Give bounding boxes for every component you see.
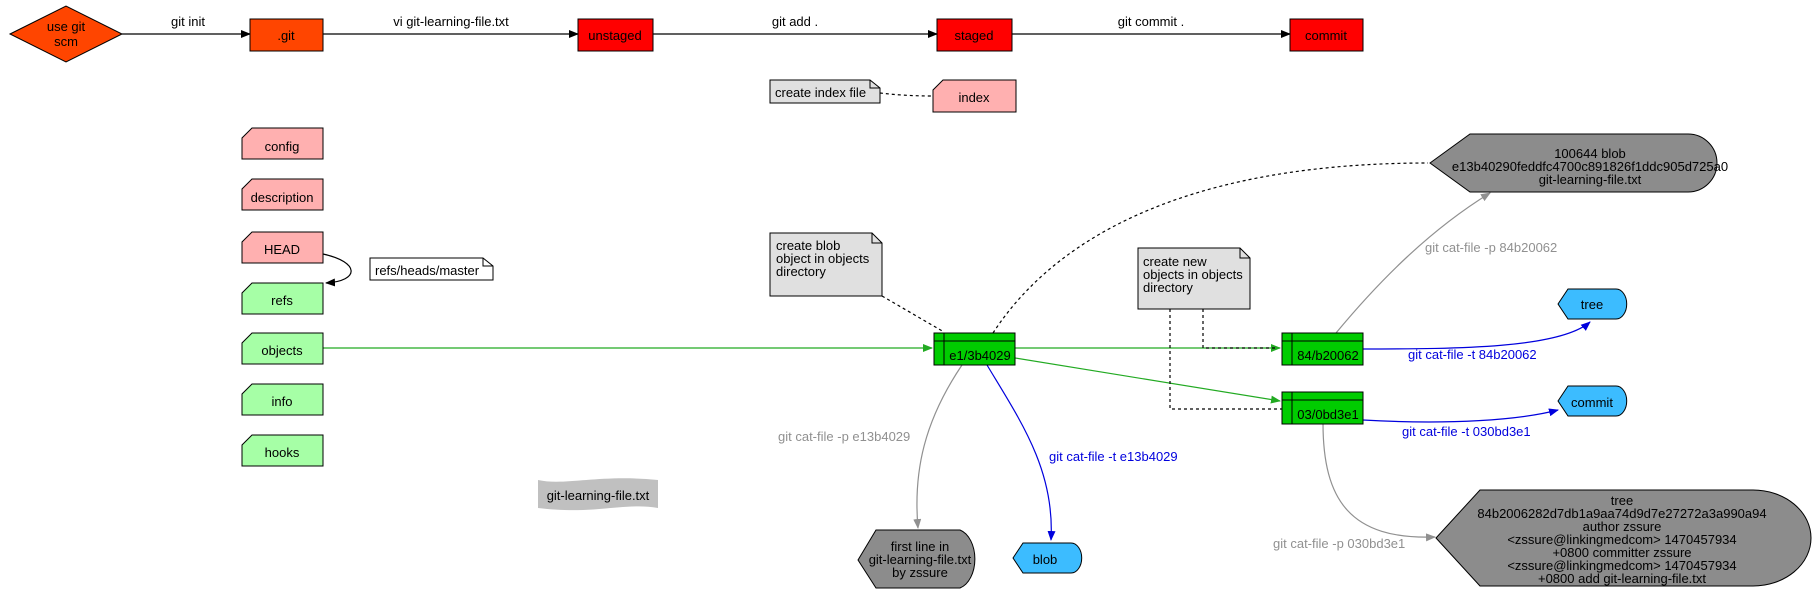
- new-note-line-2: objects in objects: [1143, 267, 1243, 282]
- node-commit-top: commit: [1289, 18, 1364, 52]
- edge-new-note-84: [1202, 309, 1275, 349]
- blob-note-line-1: create blob: [776, 238, 840, 253]
- new-note-line-3: directory: [1143, 280, 1193, 295]
- label-cat-t-84: git cat-file -t 84b20062: [1408, 347, 1537, 362]
- node-use-git-scm: use git scm: [8, 5, 124, 63]
- node-index: index: [932, 79, 1017, 113]
- label-cat-p-e1: git cat-file -p e13b4029: [778, 429, 910, 444]
- node-obj-e1: e1/3b4029: [933, 332, 1016, 366]
- node-refs: refs: [241, 282, 324, 315]
- unstaged-label: unstaged: [588, 28, 642, 43]
- edge-head-refs: [322, 253, 352, 287]
- node-blob-type: blob: [1012, 542, 1083, 574]
- refs-label: refs: [271, 293, 293, 308]
- node-git-learning-file: git-learning-file.txt: [538, 478, 658, 511]
- start-line-2: scm: [54, 34, 78, 49]
- node-config: config: [241, 127, 324, 160]
- node-commit-type: commit: [1557, 385, 1628, 417]
- blob-type-label: blob: [1033, 552, 1058, 567]
- config-label: config: [265, 139, 300, 154]
- head-label: HEAD: [264, 242, 300, 257]
- commit-top-label: commit: [1305, 28, 1347, 43]
- node-head: HEAD: [241, 231, 324, 264]
- node-commit-content: tree 84b2006282d7db1a9aa74d9d7e27272a3a9…: [1435, 489, 1812, 587]
- new-note-line-1: create new: [1143, 254, 1207, 269]
- label-git-commit: git commit .: [1118, 14, 1184, 29]
- objects-label: objects: [261, 343, 303, 358]
- tree-content-line-2: e13b40290feddfc4700c891826f1ddc905d725a0: [1452, 159, 1728, 174]
- node-obj-03: 03/0bd3e1: [1281, 391, 1364, 425]
- node-blob-content: first line in git-learning-file.txt by z…: [857, 529, 976, 589]
- blob-content-line-1: first line in: [891, 539, 950, 554]
- label-vi-file: vi git-learning-file.txt: [393, 14, 509, 29]
- tree-content-line-3: git-learning-file.txt: [1539, 172, 1642, 187]
- commit-content-line-1: tree: [1611, 493, 1633, 508]
- label-git-init: git init: [171, 14, 205, 29]
- edge-cat-p-e1: [913, 364, 963, 529]
- edge-e1-tree-content: [992, 162, 1429, 334]
- commit-type-label: commit: [1571, 395, 1613, 410]
- index-label: index: [958, 90, 990, 105]
- edge-cat-t-03: [1362, 408, 1559, 423]
- commit-content-line-4: <zssure@linkingmedcom> 1470457934: [1507, 532, 1736, 547]
- label-cat-t-03: git cat-file -t 030bd3e1: [1402, 424, 1531, 439]
- label-cat-t-e1: git cat-file -t e13b4029: [1049, 449, 1178, 464]
- edge-blob-note: [881, 295, 945, 333]
- edge-cat-p-03: [1322, 422, 1436, 542]
- note-refs-heads-master: refs/heads/master: [369, 257, 494, 281]
- node-description: description: [241, 178, 324, 211]
- hooks-label: hooks: [265, 445, 300, 460]
- edge-cat-t-84: [1362, 321, 1591, 350]
- node-staged: staged: [936, 18, 1013, 52]
- node-objects: objects: [241, 332, 324, 365]
- blob-content-line-3: by zssure: [892, 565, 948, 580]
- edge-e1-03: [1014, 357, 1281, 404]
- staged-label: staged: [954, 28, 993, 43]
- index-note-label: create index file: [775, 85, 866, 100]
- tree-type-label: tree: [1581, 297, 1603, 312]
- start-line-1: use git: [47, 19, 86, 34]
- commit-content-line-7: +0800 add git-learning-file.txt: [1538, 571, 1706, 586]
- node-unstaged: unstaged: [577, 18, 654, 52]
- edge-cat-p-84: [1335, 192, 1491, 334]
- node-tree-type: tree: [1557, 288, 1628, 320]
- file-label: git-learning-file.txt: [547, 488, 650, 503]
- commit-content-line-2: 84b2006282d7db1a9aa74d9d7e27272a3a990a94: [1477, 506, 1766, 521]
- edge-index-note: [879, 92, 934, 97]
- label-git-add: git add .: [772, 14, 818, 29]
- node-obj-84: 84/b20062: [1281, 332, 1364, 366]
- obj-03-label: 03/0bd3e1: [1297, 407, 1358, 422]
- edges: [122, 30, 1591, 542]
- edge-new-note-03: [1169, 309, 1282, 410]
- note-create-new-objects: create new objects in objects directory: [1137, 247, 1251, 310]
- blob-note-line-3: directory: [776, 264, 826, 279]
- commit-content-line-5: +0800 committer zssure: [1552, 545, 1691, 560]
- edge-cat-t-e1: [986, 364, 1056, 541]
- label-cat-p-03: git cat-file -p 030bd3e1: [1273, 536, 1405, 551]
- refs-note-label: refs/heads/master: [375, 263, 480, 278]
- description-label: description: [251, 190, 314, 205]
- node-dotgit: .git: [249, 18, 324, 52]
- commit-content-line-6: <zssure@linkingmedcom> 1470457934: [1507, 558, 1736, 573]
- note-create-index-file: create index file: [769, 79, 881, 104]
- label-cat-p-84: git cat-file -p 84b20062: [1425, 240, 1557, 255]
- tree-content-line-1: 100644 blob: [1554, 146, 1626, 161]
- obj-e1-label: e1/3b4029: [949, 348, 1010, 363]
- node-hooks: hooks: [241, 434, 324, 467]
- node-tree-content: 100644 blob e13b40290feddfc4700c891826f1…: [1429, 133, 1728, 193]
- node-info: info: [241, 383, 324, 416]
- edge-labels: git init vi git-learning-file.txt git ad…: [171, 14, 1557, 551]
- blob-content-line-2: git-learning-file.txt: [869, 552, 972, 567]
- blob-note-line-2: object in objects: [776, 251, 870, 266]
- dotgit-label: .git: [277, 28, 295, 43]
- note-create-blob-object: create blob object in objects directory: [769, 232, 883, 297]
- info-label: info: [272, 394, 293, 409]
- commit-content-line-3: author zssure: [1583, 519, 1662, 534]
- obj-84-label: 84/b20062: [1297, 348, 1358, 363]
